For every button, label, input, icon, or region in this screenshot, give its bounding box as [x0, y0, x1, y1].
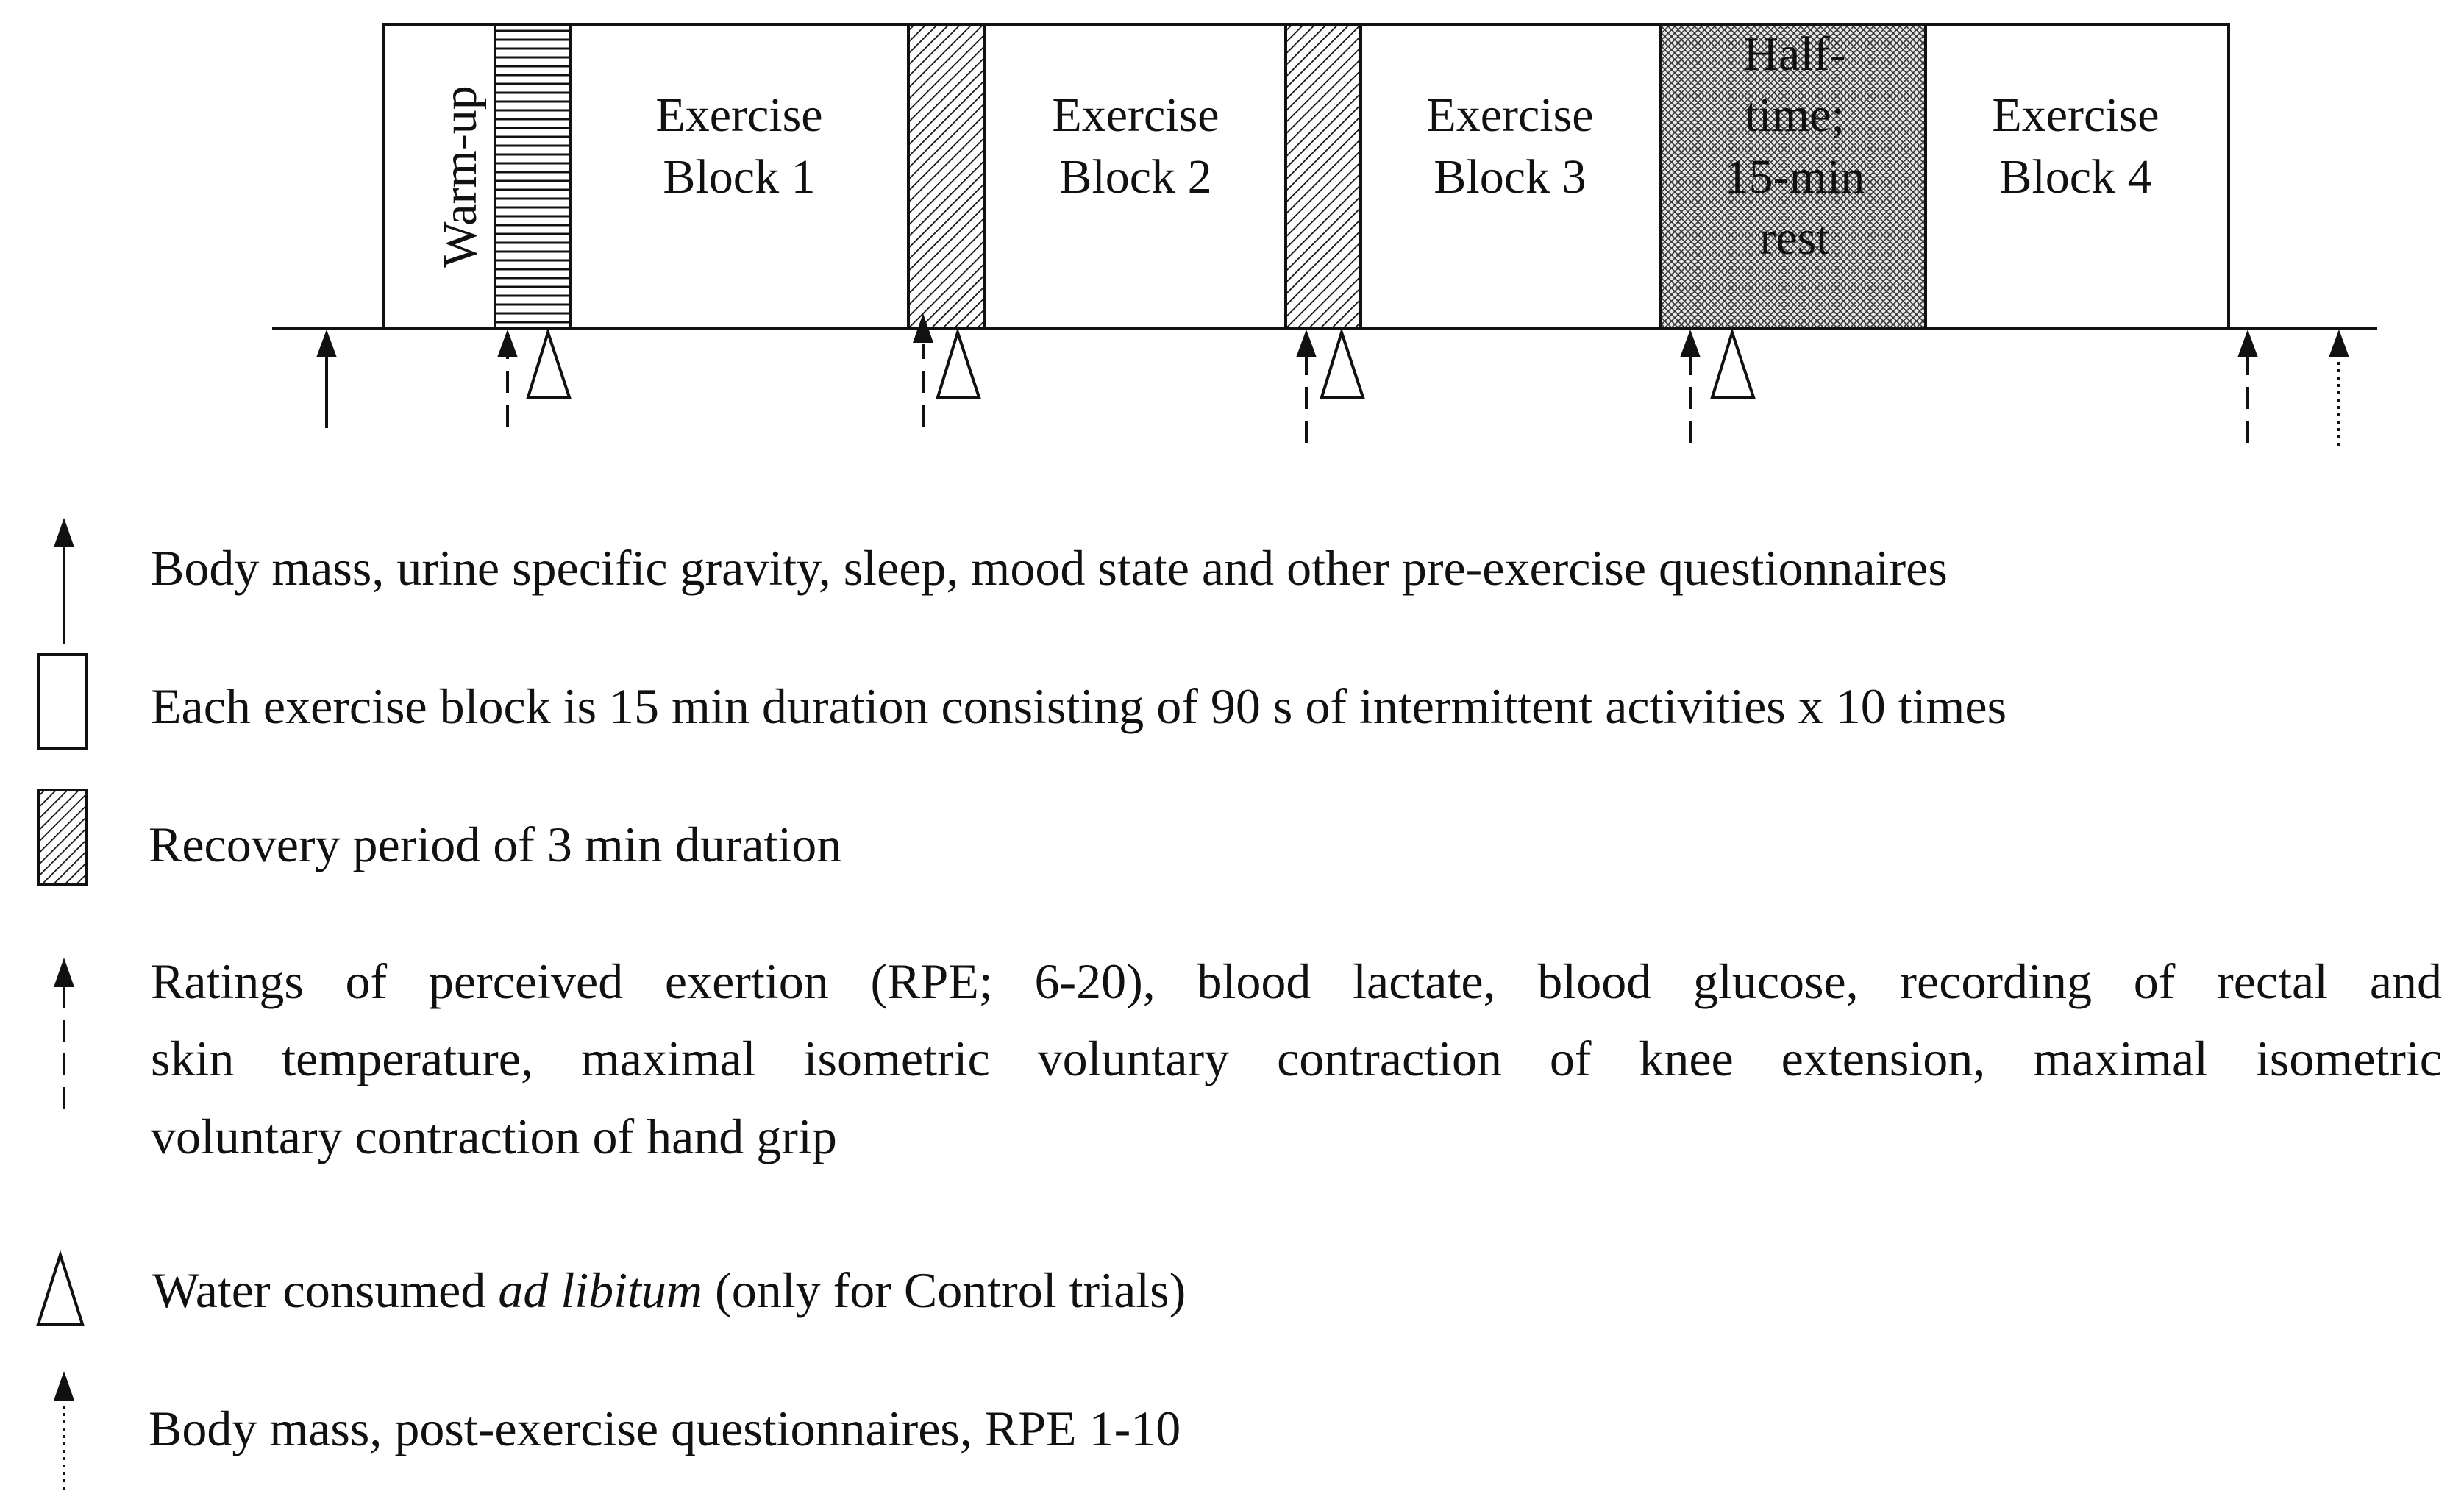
legend-water-italic: ad libitum — [498, 1262, 703, 1318]
legend-exercise-block: Each exercise block is 15 min duration c… — [151, 678, 2007, 734]
legend-measurements-line-1: Ratings of perceived exertion (RPE; 6-20… — [151, 953, 2442, 1009]
block-2-line-1: Exercise — [1052, 88, 1219, 142]
legend-recovery: Recovery period of 3 min duration — [149, 816, 842, 872]
halftime-rest — [1659, 23, 1927, 330]
halftime-line-1: Half- — [1743, 27, 1845, 81]
legend-measurements: Ratings of perceived exertion (RPE; 6-20… — [151, 943, 2442, 1175]
warmup-label: Warm-up — [433, 85, 487, 268]
warmup-segment: Warm-up — [433, 23, 572, 330]
water-triangle-2 — [936, 327, 981, 399]
legend-water: Water consumed ad libitum (only for Cont… — [152, 1252, 2432, 1329]
legend-water-text-after: (only for Control trials) — [702, 1262, 1186, 1318]
measurement-arrow-2 — [913, 313, 933, 427]
block-1-line-2: Block 1 — [663, 150, 815, 204]
water-triangle-3 — [1320, 327, 1365, 399]
legend-measurements-line-2: skin temperature, maximal isometric volu… — [151, 1031, 2442, 1087]
post-exercise-arrow — [2329, 330, 2349, 446]
dashed-arrow-icon — [54, 958, 74, 1109]
measurement-arrow-4 — [1680, 330, 1701, 443]
block-4-line-1: Exercise — [1992, 88, 2159, 142]
dotted-arrow-icon — [54, 1371, 74, 1490]
open-triangle-icon — [36, 1250, 85, 1326]
block-2-line-2: Block 2 — [1059, 150, 1211, 204]
measurement-arrow-1 — [497, 330, 518, 427]
water-triangle-4 — [1710, 327, 1756, 399]
legend-pre-exercise: Body mass, urine specific gravity, sleep… — [151, 540, 1948, 596]
recovery-period-2 — [1284, 23, 1362, 330]
warmup-recovery-hatch — [494, 23, 572, 330]
block-1-line-1: Exercise — [655, 88, 822, 142]
legend-water-text-before: Water consumed — [152, 1262, 499, 1318]
legend-measurements-line-3: voluntary contraction of hand grip — [151, 1108, 837, 1164]
water-triangle-1 — [526, 327, 572, 399]
open-box-icon — [37, 653, 88, 750]
pre-exercise-arrow — [316, 330, 337, 428]
protocol-timeline: Warm-up Half- time; 15-min rest Exercise… — [272, 23, 2377, 446]
halftime-line-4: rest — [1759, 211, 1829, 265]
block-3-line-2: Block 3 — [1434, 150, 1586, 204]
block-4-line-2: Block 4 — [1999, 150, 2151, 204]
measurement-arrow-3 — [1296, 330, 1317, 443]
halftime-line-2: time; — [1745, 88, 1845, 142]
halftime-line-3: 15-min — [1725, 150, 1865, 204]
measurement-arrow-5 — [2237, 330, 2258, 443]
recovery-period-1 — [907, 23, 986, 330]
solid-arrow-icon — [54, 518, 74, 644]
legend-post-exercise: Body mass, post-exercise questionnaires,… — [149, 1401, 1181, 1456]
block-3-line-1: Exercise — [1426, 88, 1593, 142]
hatched-box-icon — [37, 789, 88, 886]
